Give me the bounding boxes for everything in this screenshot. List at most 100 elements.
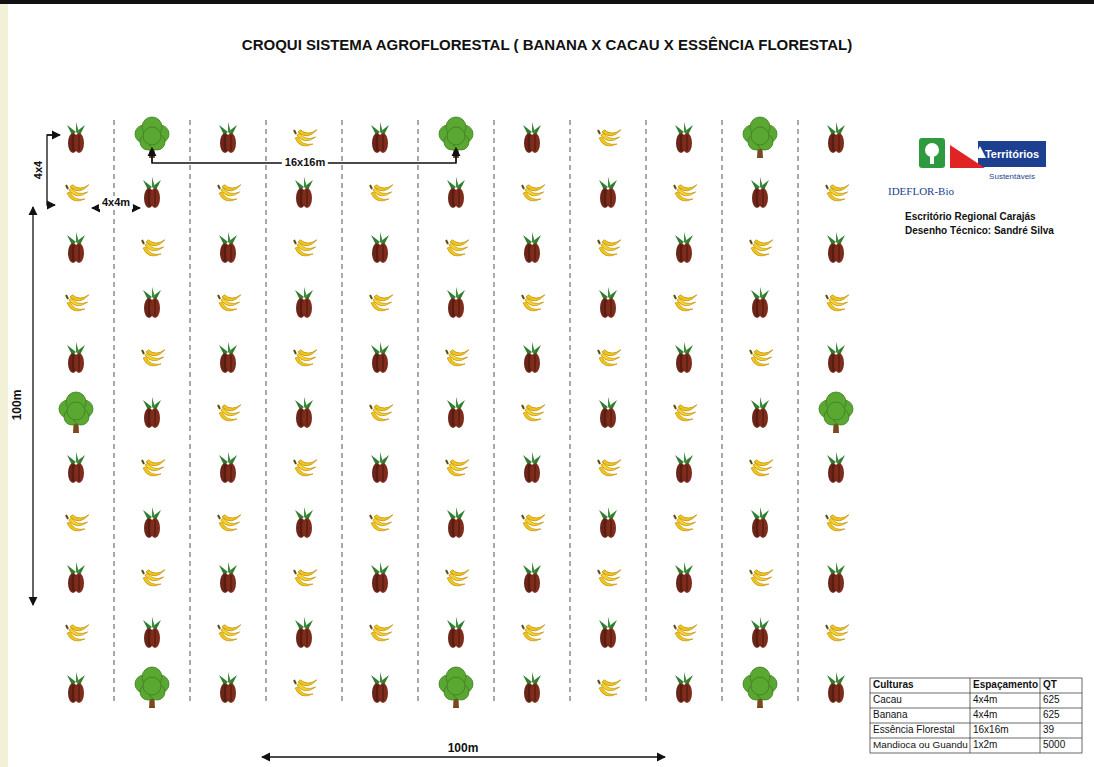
banana-icon <box>66 618 90 641</box>
table-cell: Cacau <box>873 694 902 706</box>
title: CROQUI SISTEMA AGROFLORESTAL ( BANANA X … <box>0 36 1094 53</box>
banana-icon <box>826 178 850 201</box>
banana-icon <box>826 618 850 641</box>
plant-icons <box>59 117 853 708</box>
cacao-icon <box>143 177 161 208</box>
banana-icon <box>218 178 242 201</box>
cacao-icon <box>599 507 617 538</box>
logo-text: Territórios <box>985 148 1039 161</box>
cacao-icon <box>751 397 769 428</box>
banana-icon <box>522 398 546 421</box>
banana-icon <box>294 453 318 476</box>
cacao-icon <box>599 177 617 208</box>
cacao-icon <box>67 672 85 703</box>
cacao-icon <box>295 507 313 538</box>
banana-icon <box>142 233 166 256</box>
banana-icon <box>522 508 546 531</box>
cacao-icon <box>523 342 541 373</box>
table-grid <box>870 678 1082 753</box>
tree-icon <box>135 667 169 708</box>
table-cell: Mandioca ou Guandu <box>873 739 968 750</box>
banana-icon <box>66 508 90 531</box>
side-strip <box>0 4 8 767</box>
banana-icon <box>750 343 774 366</box>
cacao-icon <box>67 122 85 153</box>
banana-icon <box>446 343 470 366</box>
cacao-icon <box>523 562 541 593</box>
table-cell: 625 <box>1043 694 1060 706</box>
cacao-icon <box>219 562 237 593</box>
cacao-icon <box>371 672 389 703</box>
cacao-icon <box>675 562 693 593</box>
cacao-icon <box>675 232 693 263</box>
dimension-label: 4x4m <box>99 196 133 209</box>
cacao-icon <box>447 617 465 648</box>
banana-icon <box>750 563 774 586</box>
cacao-icon <box>143 617 161 648</box>
banana-icon <box>294 343 318 366</box>
banana-icon <box>446 453 470 476</box>
cacao-icon <box>599 397 617 428</box>
table-cell: Banana <box>873 709 907 721</box>
table-cell: Espaçamento <box>973 679 1038 691</box>
cacao-icon <box>675 672 693 703</box>
cacao-icon <box>599 287 617 318</box>
cacao-icon <box>371 562 389 593</box>
banana-icon <box>370 178 394 201</box>
cacao-icon <box>295 287 313 318</box>
dimension-lines <box>33 135 665 757</box>
cacao-icon <box>371 342 389 373</box>
banana-icon <box>522 178 546 201</box>
banana-icon <box>674 288 698 311</box>
banana-icon <box>218 508 242 531</box>
banana-icon <box>218 288 242 311</box>
cacao-icon <box>219 232 237 263</box>
dimension-label: 100m <box>11 390 25 421</box>
cacao-icon <box>523 672 541 703</box>
banana-icon <box>370 398 394 421</box>
cacao-icon <box>447 177 465 208</box>
cacao-icon <box>751 617 769 648</box>
cacao-icon <box>219 122 237 153</box>
top-bar <box>0 0 1094 4</box>
banana-icon <box>142 343 166 366</box>
tree-icon <box>59 392 93 433</box>
cacao-icon <box>751 507 769 538</box>
banana-icon <box>750 233 774 256</box>
cacao-icon <box>827 672 845 703</box>
table-cell: 16x16m <box>973 724 1009 736</box>
cacao-icon <box>827 562 845 593</box>
banana-icon <box>218 398 242 421</box>
banana-icon <box>674 178 698 201</box>
banana-icon <box>446 563 470 586</box>
banana-icon <box>598 563 622 586</box>
cacao-icon <box>447 507 465 538</box>
cacao-icon <box>143 507 161 538</box>
cacao-icon <box>523 122 541 153</box>
banana-icon <box>598 123 622 146</box>
banana-icon <box>66 178 90 201</box>
cacao-icon <box>143 397 161 428</box>
logo-text: Escritório Regional Carajás <box>905 211 1036 223</box>
banana-icon <box>66 288 90 311</box>
banana-icon <box>598 673 622 696</box>
cacao-icon <box>295 397 313 428</box>
banana-icon <box>370 618 394 641</box>
cacao-icon <box>67 562 85 593</box>
banana-icon <box>294 563 318 586</box>
row-lines <box>114 120 798 705</box>
tree-icon <box>743 117 777 158</box>
cacao-icon <box>827 342 845 373</box>
table-cell: 5000 <box>1043 739 1065 751</box>
logos <box>919 138 1046 168</box>
banana-icon <box>522 288 546 311</box>
cacao-icon <box>675 452 693 483</box>
cacao-icon <box>371 122 389 153</box>
cacao-icon <box>827 232 845 263</box>
banana-icon <box>826 508 850 531</box>
table-cell: 39 <box>1043 724 1054 736</box>
dimension-label: 100m <box>448 742 479 756</box>
cacao-icon <box>675 122 693 153</box>
banana-icon <box>446 233 470 256</box>
